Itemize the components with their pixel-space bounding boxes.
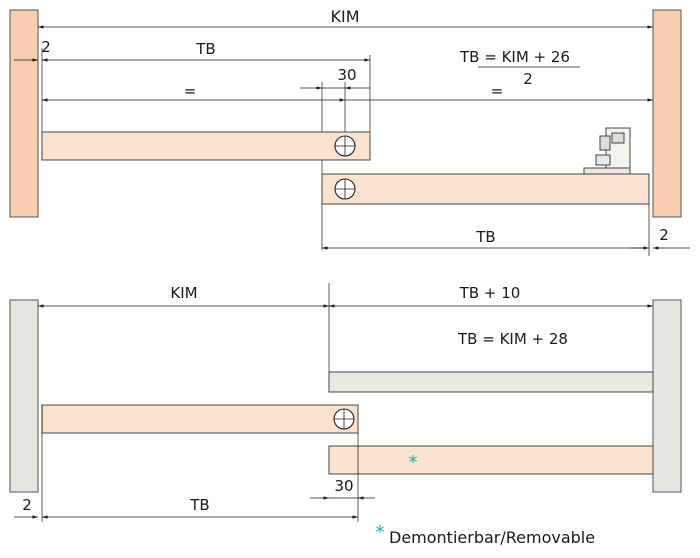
top-eq-right-label: = xyxy=(491,82,504,100)
top-tb-bottom-label: TB xyxy=(475,228,495,246)
bottom-formula: TB = KIM + 28 xyxy=(457,330,568,348)
top-kim-label: KIM xyxy=(330,7,359,26)
top-left-wall xyxy=(9,9,39,218)
top-tb-label: TB xyxy=(195,40,215,58)
bottom-removable-asterisk: * xyxy=(409,452,418,473)
bottom-left-wall xyxy=(9,299,39,493)
bottom-kim-label: KIM xyxy=(170,284,197,302)
top-end-bracket xyxy=(583,127,631,175)
bottom-tb-plus-label: TB + 10 xyxy=(459,284,521,302)
top-upper-rail xyxy=(41,131,371,161)
bottom-tb-label: TB xyxy=(189,496,209,514)
top-diagram: KIM 2 TB 30 = = TB = KIM + 26 2 xyxy=(9,7,690,256)
footnote-asterisk: * xyxy=(376,522,385,543)
top-two-right-label: 2 xyxy=(659,226,669,244)
top-eq-left-label: = xyxy=(184,82,197,100)
bottom-upper-rail xyxy=(41,404,359,434)
bottom-diagram: KIM TB + 10 TB = KIM + 28 * 2 TB 30 xyxy=(9,283,682,522)
top-formula-denominator: 2 xyxy=(523,70,533,88)
top-right-wall xyxy=(652,9,682,218)
bottom-grey-rail xyxy=(328,371,654,393)
footnote-text: Demontierbar/Removable xyxy=(389,528,595,547)
top-thirty-label: 30 xyxy=(337,66,356,84)
top-lower-rail xyxy=(321,173,650,205)
top-two-left-label: 2 xyxy=(41,38,51,56)
bottom-right-wall xyxy=(652,299,682,493)
bottom-two-left-label: 2 xyxy=(22,496,32,514)
footnote: * Demontierbar/Removable xyxy=(376,522,596,547)
bottom-thirty-label: 30 xyxy=(334,477,353,495)
top-formula-numerator: TB = KIM + 26 xyxy=(459,48,570,66)
bottom-lower-rail xyxy=(328,445,654,475)
